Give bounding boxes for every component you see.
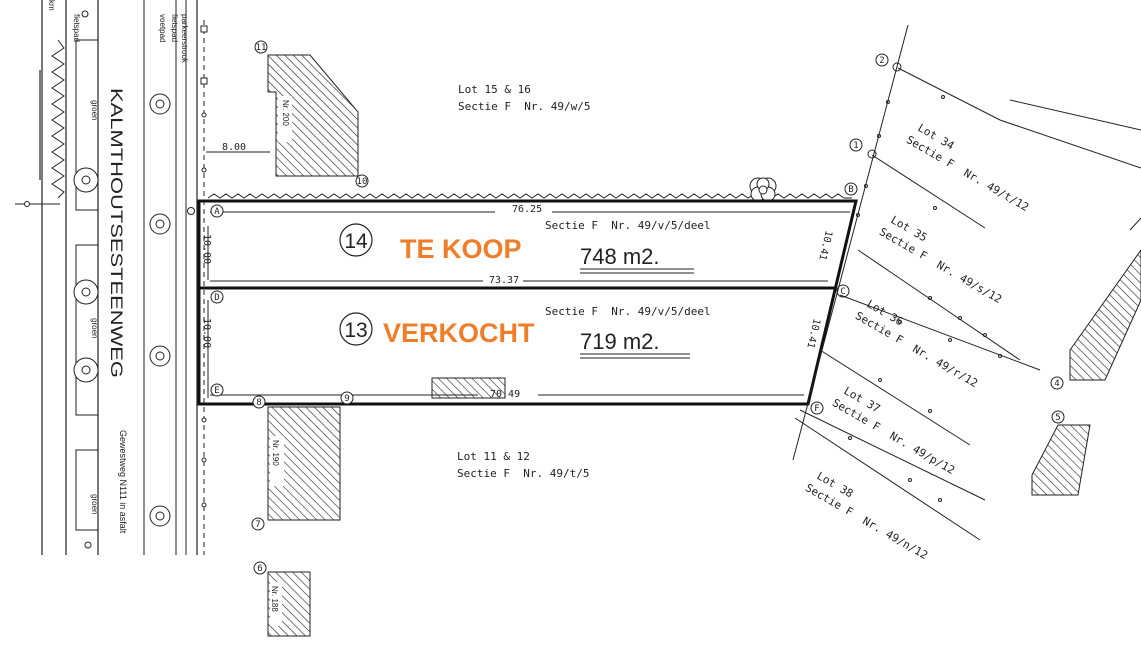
setback-value: 8.00 [222,142,246,153]
svg-text:9: 9 [344,394,349,404]
corner-e: E [210,383,224,397]
corner-f: F [810,401,824,415]
svg-text:Sectie F Nr. 49/n/12: Sectie F Nr. 49/n/12 [803,481,930,562]
street-area [15,0,198,555]
plot-outline [197,199,858,406]
fence-line [207,193,852,199]
marker-11: 11 [254,40,268,54]
street-labels: km fietspad groen groen groen voetpad fi… [47,0,189,514]
lot-lines-right [792,24,1141,541]
house-188 [267,571,311,637]
plot14-top-length: 76.25 [512,204,542,215]
lot-11-12-label: Lot 11 & 12 Sectie F Nr. 49/t/5 [457,450,589,480]
marker-7: 7 [251,517,265,531]
svg-text:Sectie F Nr. 49/r/12: Sectie F Nr. 49/r/12 [853,309,980,390]
house-right-1 [1069,249,1141,381]
plot13-sectie: Sectie F Nr. 49/v/5/deel [545,305,711,318]
tree-top [749,177,777,202]
dimension-values: 76.25 73.37 70.49 10.00 10.00 10.41 10.4… [201,204,834,400]
svg-text:10: 10 [357,177,368,187]
label-groen-3: groen [90,494,99,514]
svg-text:5: 5 [1055,413,1060,423]
house-200 [267,54,359,177]
plot14-status: TE KOOP [400,234,522,264]
plot14-right-width: 10.41 [816,229,833,261]
label-fietspad-left: fietspad [72,14,81,42]
label-groen-2: groen [90,318,99,338]
lot-15-16-label: Lot 15 & 16 Sectie F Nr. 49/w/5 [458,83,590,113]
plot14-sectie: Sectie F Nr. 49/v/5/deel [545,219,711,232]
corner-d: D [210,290,224,304]
house-number-200: Nr. 200 [281,100,290,126]
svg-text:4: 4 [1054,379,1059,389]
svg-text:F: F [814,404,819,414]
marker-8: 8 [252,395,266,409]
marker-5: 5 [1051,410,1065,424]
marker-9: 9 [340,391,354,405]
svg-text:Sectie F Nr. 49/t/5: Sectie F Nr. 49/t/5 [457,467,589,480]
plot14-number-badge: 14 [339,223,373,257]
street-name: KALMTHOUTSESTEENWEG [107,88,126,378]
label-fietspad-right: fietspad [170,14,179,42]
house-190 [267,406,341,521]
svg-text:A: A [214,207,220,217]
svg-text:Sectie F Nr. 49/t/12: Sectie F Nr. 49/t/12 [904,133,1031,214]
label-groen-1: groen [90,100,99,120]
plot13-bottom-length: 70.49 [490,389,520,400]
lot-38-label: Lot 38 Sectie F Nr. 49/n/12 [803,469,930,562]
svg-text:8: 8 [256,398,261,408]
plot14-area: 748 m2. [580,244,660,269]
lot-labels: Lot 15 & 16 Sectie F Nr. 49/w/5 Lot 11 &… [457,83,1031,562]
corner-markers: A B C D E F [210,182,858,415]
dimension-lines [207,211,850,398]
svg-text:2: 2 [879,56,884,66]
lot-34-label: Lot 34 Sectie F Nr. 49/t/12 [904,121,1031,214]
marker-4: 4 [1050,376,1064,390]
svg-text:C: C [840,287,845,297]
tree-symbols [73,93,171,527]
plot13-status: VERKOCHT [383,318,535,348]
svg-text:Sectie F Nr. 49/s/12: Sectie F Nr. 49/s/12 [877,225,1004,306]
label-voetpad: voetpad [158,14,167,42]
plot13-area: 719 m2. [580,329,660,354]
front-boundary [187,20,208,555]
lot-35-label: Lot 35 Sectie F Nr. 49/s/12 [877,213,1004,306]
svg-text:D: D [214,293,219,303]
plot14-bottom-length: 73.37 [489,275,519,286]
label-km: km [47,0,56,11]
svg-text:Lot 11 & 12: Lot 11 & 12 [457,450,530,463]
marker-2: 2 [875,53,889,67]
marker-6: 6 [253,561,267,575]
svg-text:1: 1 [853,141,858,151]
svg-text:6: 6 [257,564,262,574]
lot-37-label: Lot 37 Sectie F Nr. 49/p/12 [830,384,957,477]
corner-c: C [836,284,850,298]
house-right-2 [1031,424,1091,496]
plot13-right-width: 10.41 [804,317,821,349]
survey-markers: 1 2 4 5 6 7 8 9 10 11 [251,40,1065,575]
shed-hatch [431,377,506,399]
plot13-number-badge: 13 [339,312,373,346]
plot13-left-width: 10.00 [201,318,212,348]
house-number-190: Nr. 190 [271,440,280,466]
hedge-line [51,39,65,199]
corner-a: A [210,204,224,218]
svg-text:E: E [214,386,219,396]
marker-10: 10 [355,174,369,188]
label-parkeerstrook: parkeerstrook [180,14,189,64]
svg-text:Sectie F Nr. 49/w/5: Sectie F Nr. 49/w/5 [458,100,590,113]
plot14-left-width: 10.00 [201,234,212,264]
street-subtitle: Gewestweg N111 in asfalt [118,430,128,534]
svg-text:Lot 15 & 16: Lot 15 & 16 [458,83,531,96]
plot13-number: 13 [344,319,367,342]
plot14-number: 14 [344,230,368,253]
house-number-188: Nr. 188 [270,586,279,612]
svg-text:7: 7 [255,520,260,530]
corner-b: B [844,182,858,196]
marker-1: 1 [849,138,863,152]
svg-text:B: B [848,185,853,195]
svg-text:11: 11 [256,43,267,53]
